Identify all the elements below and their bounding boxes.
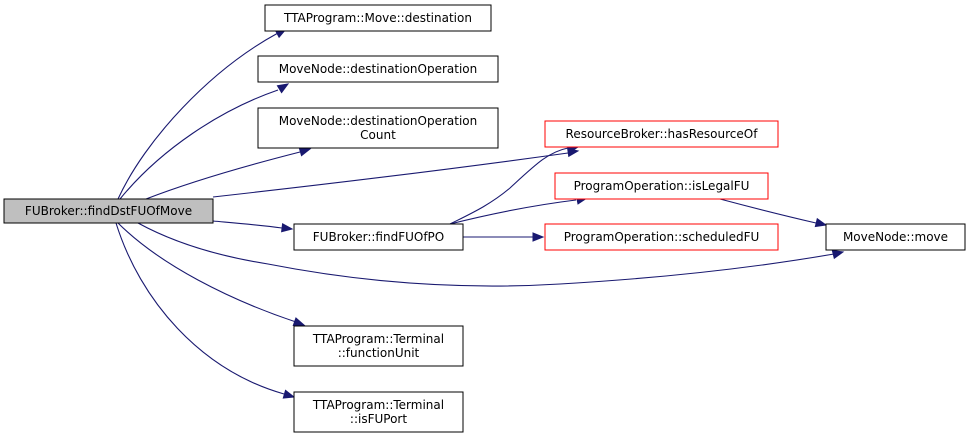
edge-root-to-destinationOperation xyxy=(119,83,290,200)
node-label: FUBroker::findFUOfPO xyxy=(313,230,444,244)
node-label: TTAProgram::Terminal xyxy=(312,398,444,412)
node-box[interactable] xyxy=(264,4,492,32)
node-label: MoveNode::destinationOperation xyxy=(279,114,478,128)
node-box[interactable] xyxy=(293,223,464,251)
node-label: MoveNode::destinationOperation xyxy=(279,62,478,76)
node-move_destination[interactable]: TTAProgram::Move::destination xyxy=(264,4,492,32)
node-isFUPort[interactable]: TTAProgram::Terminal::isFUPort xyxy=(293,391,464,433)
arrowhead xyxy=(532,232,545,242)
edge-findFUOfPO-to-scheduledFU xyxy=(463,232,545,242)
edge-root-to-findFUOfPO xyxy=(212,220,294,233)
node-root[interactable]: FUBroker::findDstFUOfMove xyxy=(3,198,214,224)
edge-root-to-movenode_move xyxy=(137,222,845,287)
node-destinationOperation[interactable]: MoveNode::destinationOperation xyxy=(257,55,499,83)
edge-root-to-functionUnit xyxy=(117,222,306,326)
node-label: FUBroker::findDstFUOfMove xyxy=(25,204,192,218)
arrowhead xyxy=(292,317,306,326)
node-box[interactable] xyxy=(3,198,214,224)
node-box[interactable] xyxy=(544,120,779,148)
edge-line xyxy=(137,222,835,287)
node-box[interactable] xyxy=(293,391,464,433)
edge-line xyxy=(212,152,569,198)
edge-line xyxy=(145,151,301,200)
arrowhead xyxy=(831,249,845,260)
node-label: ResourceBroker::hasResourceOf xyxy=(566,127,759,141)
edge-root-to-destinationOperationCount xyxy=(145,147,312,200)
node-label: TTAProgram::Move::destination xyxy=(283,11,472,25)
edges-layer xyxy=(115,28,845,399)
node-hasResourceOf[interactable]: ResourceBroker::hasResourceOf xyxy=(544,120,779,148)
node-label: ::functionUnit xyxy=(338,346,420,360)
node-label: ::isFUPort xyxy=(350,412,407,426)
edge-line xyxy=(212,220,283,229)
node-box[interactable] xyxy=(825,223,966,251)
edge-line xyxy=(115,222,285,395)
edge-isLegalFU-to-movenode_move xyxy=(719,198,828,228)
arrowhead xyxy=(282,389,296,399)
nodes-layer: FUBroker::findDstFUOfMove TTAProgram::Mov… xyxy=(3,4,966,433)
arrowhead xyxy=(276,83,290,94)
edge-root-to-isFUPort xyxy=(115,222,296,399)
edge-line xyxy=(119,89,279,200)
edge-root-to-hasResourceOf xyxy=(212,147,580,198)
node-box[interactable] xyxy=(544,223,779,251)
edge-line xyxy=(117,32,279,200)
arrowhead xyxy=(281,223,294,233)
node-box[interactable] xyxy=(257,107,499,149)
node-label: Count xyxy=(360,128,396,142)
arrowhead xyxy=(814,217,828,228)
node-label: MoveNode::move xyxy=(843,230,948,244)
arrowhead xyxy=(298,147,312,157)
node-movenode_move[interactable]: MoveNode::move xyxy=(825,223,966,251)
edge-line xyxy=(117,222,297,323)
node-box[interactable] xyxy=(554,172,769,200)
edge-line xyxy=(449,147,569,225)
node-box[interactable] xyxy=(293,325,464,367)
edge-findFUOfPO-to-isLegalFU xyxy=(449,195,589,225)
edge-line xyxy=(719,198,817,224)
node-label: ProgramOperation::scheduledFU xyxy=(564,230,760,244)
node-functionUnit[interactable]: TTAProgram::Terminal::functionUnit xyxy=(293,325,464,367)
edge-line xyxy=(449,199,577,225)
node-box[interactable] xyxy=(257,55,499,83)
node-findFUOfPO[interactable]: FUBroker::findFUOfPO xyxy=(293,223,464,251)
node-isLegalFU[interactable]: ProgramOperation::isLegalFU xyxy=(554,172,769,200)
node-scheduledFU[interactable]: ProgramOperation::scheduledFU xyxy=(544,223,779,251)
node-label: TTAProgram::Terminal xyxy=(312,332,444,346)
node-label: ProgramOperation::isLegalFU xyxy=(574,179,750,193)
